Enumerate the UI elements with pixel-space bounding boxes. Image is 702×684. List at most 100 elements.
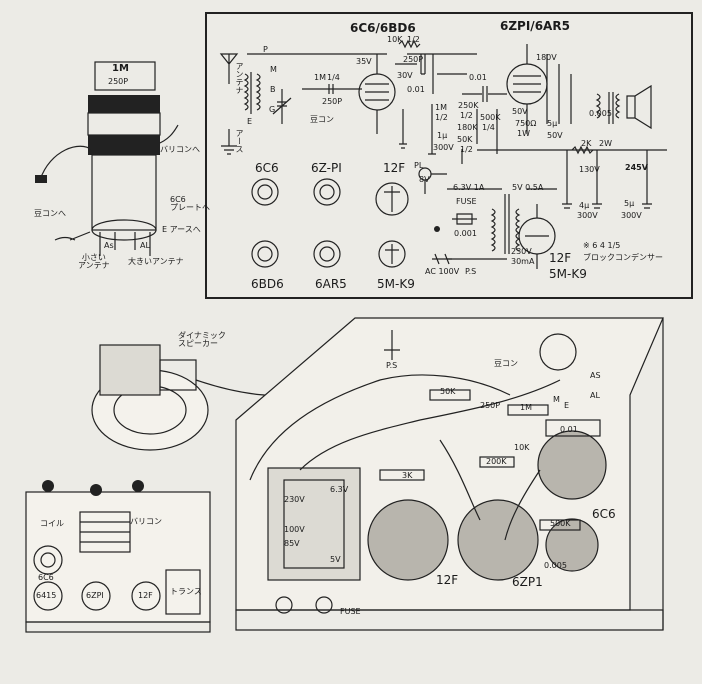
label-0-001: 0.001 (454, 229, 477, 238)
pinout-label-6zp1: 6Z-PI (311, 161, 342, 175)
chassis-rect: 6415 (36, 591, 57, 600)
wiring-0-01: 0.01 (560, 425, 578, 434)
wiring-6zp1: 6ZP1 (512, 575, 543, 589)
label-250k: 250K (458, 101, 479, 110)
wiring-200k: 200K (486, 457, 507, 466)
label-300v: 300V (433, 143, 454, 152)
wiring-6-3v: 6.3V (330, 485, 349, 494)
coil-al-label: AL (140, 241, 150, 250)
label-antenna: アンテナ (235, 62, 244, 94)
label-12f-rect: 12F (549, 251, 572, 265)
coil-to-variable-cap: バリコンへ (160, 145, 200, 154)
label-1-4: 1/4 (327, 73, 340, 82)
pinout-12f-icon (375, 182, 409, 216)
wiring-12f: 12F (436, 573, 459, 587)
label-5v: 5V 0.5A (512, 183, 544, 192)
chassis-transformer: トランス (170, 587, 202, 596)
label-5mk9-rect: 5M-K9 (549, 267, 587, 281)
label-ac100v: AC 100V (425, 267, 460, 276)
label-tuning-cap: 豆コン (310, 115, 334, 124)
label-1m: 1M (314, 73, 326, 82)
label-10k: 10K (387, 35, 403, 44)
label-r1-2b: 1/2 (435, 113, 448, 122)
label-g: G (269, 105, 276, 114)
pinout-6bd6-icon (251, 240, 279, 268)
label-0-01b: 0.01 (407, 85, 425, 94)
label-block-note: ※ 6 4 1/5 (583, 241, 621, 250)
label-6-3v: 6.3V 1A (453, 183, 485, 192)
wiring-al: AL (590, 391, 600, 400)
label-5mu: 5μ (547, 119, 558, 128)
chassis-variable-cap: バリコン (130, 517, 162, 526)
label-50k: 50K (457, 135, 473, 144)
chassis-tube-12f: 12F (138, 591, 153, 600)
label-250p-top: 250P (403, 55, 424, 64)
wiring-85v: 85V (284, 539, 300, 548)
label-2k: 2K (581, 139, 592, 148)
coil-as-label: As (104, 241, 114, 250)
wiring-230v: 230V (284, 495, 305, 504)
label-245v: 245V (625, 163, 648, 172)
wiring-10k: 10K (514, 443, 530, 452)
coil-to-plate: 6C6 プレートへ (170, 195, 210, 212)
label-230v: 230V (511, 247, 532, 256)
wiring-fuse: FUSE (340, 607, 361, 616)
wiring-1m: 1M (520, 403, 532, 412)
label-180k: 180K (457, 123, 478, 132)
label-50v-b: 50V (547, 131, 563, 140)
coil-earth: E アースへ (162, 225, 201, 234)
coil-small-antenna: 小さい アンテナ (78, 253, 110, 270)
label-130v: 130V (579, 165, 600, 174)
wiring-500k: 500K (550, 519, 571, 528)
label-50v: 50V (512, 107, 528, 116)
wiring-100v: 100V (284, 525, 305, 534)
wiring-tuning-cap: 豆コン (494, 359, 518, 368)
label-1w: 1W (517, 129, 530, 138)
label-ps: P.S (465, 267, 477, 276)
label-b: B (270, 85, 276, 94)
label-5mu-2: 5μ (624, 199, 635, 208)
label-1mu: 1μ (437, 131, 448, 140)
label-30v: 30V (397, 71, 413, 80)
label-r1-4b: 1/4 (482, 123, 495, 132)
label-0-005: 0.005 (589, 109, 612, 118)
wiring-6c6: 6C6 (592, 507, 616, 521)
label-fuse: FUSE (456, 197, 477, 206)
wiring-50k: 50K (440, 387, 456, 396)
pinout-6c6-icon (251, 178, 279, 206)
label-0-01a: 0.01 (469, 73, 487, 82)
antenna-coil-icon (35, 61, 179, 256)
label-m: M (270, 65, 277, 74)
header-6c6: 6C6/6BD6 (350, 21, 416, 35)
label-4mu: 4μ (579, 201, 590, 210)
label-pl: PL (414, 161, 424, 170)
dynamic-speaker-icon (91, 344, 321, 451)
pinout-label-6bd6: 6BD6 (251, 277, 284, 291)
wiring-e: E (564, 401, 570, 410)
label-8v: 8V (419, 175, 430, 184)
pinout-5mk9-icon (378, 240, 406, 268)
label-35v: 35V (356, 57, 372, 66)
coil-big-antenna: 大きいアンテナ (128, 257, 184, 266)
chassis-tube-6c6: 6C6 (38, 573, 54, 582)
chassis-top-view-icon (25, 480, 211, 633)
schematic-drawing (219, 39, 667, 269)
wiring-5v: 5V (330, 555, 341, 564)
label-earth: アース (235, 129, 244, 153)
circuit-schematic: 6C6/6BD6 6ZPI/6AR5 アンテナ アース 豆コン P M B E … (205, 12, 693, 299)
pinout-6zp1-icon (313, 178, 341, 206)
wiring-ps: P.S (386, 361, 398, 370)
label-500k: 500K (480, 113, 501, 122)
wiring-as: AS (590, 371, 601, 380)
label-2w: 2W (599, 139, 612, 148)
label-300v-c: 300V (621, 211, 642, 220)
label-r1m: 1M (435, 103, 447, 112)
coil-to-tuning-cap: 豆コンへ (34, 209, 66, 218)
label-p: P (263, 45, 268, 54)
wiring-250p: 250P (480, 401, 501, 410)
header-6zp1: 6ZPI/6AR5 (500, 19, 570, 33)
wiring-0-005: 0.005 (544, 561, 567, 570)
label-30ma: 30mA (511, 257, 535, 266)
label-block-cap: ブロックコンデンサー (583, 253, 663, 262)
wiring-3k: 3K (402, 471, 413, 480)
